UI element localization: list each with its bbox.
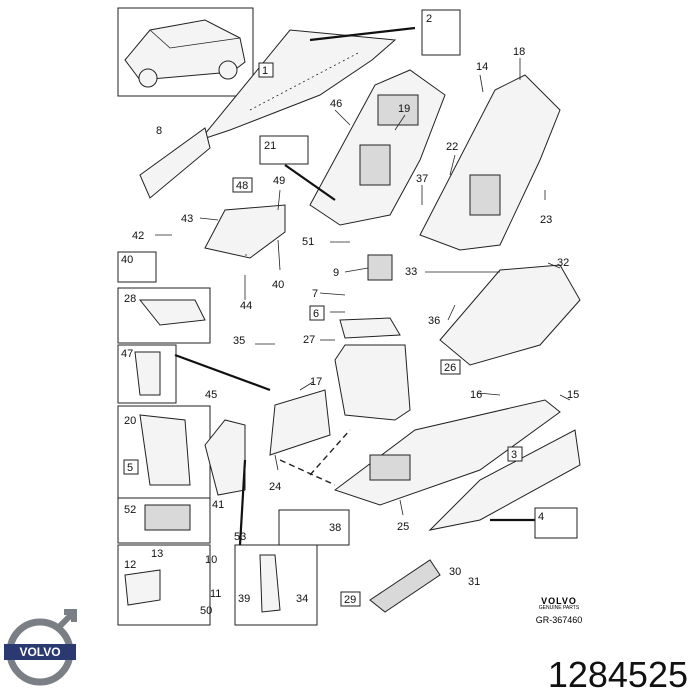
svg-text:1: 1: [262, 65, 268, 77]
callout-23: 23: [540, 214, 552, 226]
callout-16: 16: [470, 389, 482, 401]
callout-44: 44: [240, 300, 252, 312]
callout-32: 32: [557, 257, 569, 269]
callout-1: 1: [258, 62, 274, 78]
callout-14: 14: [476, 61, 488, 73]
svg-text:47: 47: [121, 348, 133, 360]
callout-34: 34: [296, 593, 308, 605]
console-frame: [309, 69, 446, 226]
callout-29: 29: [340, 591, 361, 607]
callout-2: 2: [421, 9, 461, 56]
callout-40: 40: [117, 251, 157, 283]
svg-text:40: 40: [121, 254, 133, 266]
storage-net: [369, 559, 441, 613]
volvo-logo-icon: VOLVO: [4, 609, 77, 686]
callout-6: 6: [309, 305, 325, 321]
svg-text:28: 28: [124, 293, 136, 305]
part-number: 1284525: [547, 654, 688, 695]
callout-12: 12: [124, 559, 136, 571]
callout-31: 31: [468, 576, 480, 588]
car-thumbnail: [117, 7, 254, 97]
trim-panel-side: [139, 127, 211, 199]
callout-37: 37: [416, 173, 428, 185]
side-trim-left: [428, 429, 581, 531]
svg-text:21: 21: [264, 140, 276, 152]
svg-text:5: 5: [127, 462, 133, 474]
callout-48: 48: [232, 177, 253, 193]
callout-13: 13: [151, 548, 163, 560]
callout-35: 35: [233, 335, 245, 347]
callout-19: 19: [398, 103, 410, 115]
storage-compartment: [334, 344, 411, 421]
callout-38: 38: [278, 509, 350, 546]
callout-7: 7: [312, 288, 318, 300]
callout-25: 25: [397, 521, 409, 533]
callout-42: 42: [132, 230, 144, 242]
svg-text:2: 2: [426, 13, 432, 25]
callout-36: 36: [428, 315, 440, 327]
storage-tray: [339, 317, 401, 339]
callout-45: 45: [205, 389, 217, 401]
callout-24: 24: [269, 481, 281, 493]
console-rear-frame: [419, 74, 561, 251]
callout-49: 49: [273, 175, 285, 187]
callout-52: 52: [124, 504, 136, 516]
callout-18: 18: [513, 46, 525, 58]
callout-21: 21: [259, 135, 309, 165]
brand-name: VOLVO: [541, 596, 577, 606]
svg-text:29: 29: [344, 594, 356, 606]
diagram-code: GR-367460: [535, 615, 583, 626]
console-bracket: [204, 419, 246, 496]
callout-40b: 40: [272, 279, 284, 291]
callout-9: 9: [333, 267, 339, 279]
callout-28: 28: [124, 293, 136, 305]
side-trim-right: [439, 264, 581, 366]
callout-15: 15: [567, 389, 579, 401]
callout-41: 41: [212, 499, 224, 511]
callout-10: 10: [205, 554, 217, 566]
brand-footer: VOLVO GENUINE PARTS GR-367460: [514, 596, 604, 625]
callout-47: 47: [121, 348, 133, 360]
callout-11: 11: [210, 588, 221, 600]
callout-8: 8: [156, 125, 162, 137]
side-panel: [269, 389, 331, 456]
trim-panel-upper: [198, 29, 397, 142]
armrest-lid: [204, 204, 286, 259]
callout-26: 26: [440, 359, 461, 375]
callout-30: 30: [449, 566, 461, 578]
callout-17: 17: [310, 376, 322, 388]
svg-text:48: 48: [236, 180, 248, 192]
callout-46: 46: [330, 98, 342, 110]
svg-text:3: 3: [511, 449, 517, 461]
callout-39: 39: [238, 593, 250, 605]
cup-holder: [367, 254, 393, 281]
callout-53: 53: [234, 531, 246, 543]
brand-subline: GENUINE PARTS: [538, 605, 580, 612]
logo-wordmark: VOLVO: [19, 645, 60, 659]
callout-5: 5: [123, 459, 139, 475]
callout-43: 43: [181, 213, 193, 225]
svg-text:4: 4: [538, 511, 544, 523]
callout-51: 51: [302, 236, 314, 248]
callout-22: 22: [446, 141, 458, 153]
svg-text:38: 38: [329, 522, 341, 534]
callout-50: 50: [200, 605, 212, 617]
callout-4: 4: [534, 507, 578, 539]
svg-text:26: 26: [444, 362, 456, 374]
svg-text:52: 52: [124, 504, 136, 516]
svg-text:6: 6: [313, 308, 319, 320]
console-base: [333, 399, 561, 506]
callout-3: 3: [507, 446, 523, 462]
callout-27: 27: [303, 334, 315, 346]
callout-33: 33: [405, 266, 417, 278]
callout-20: 20: [124, 415, 136, 427]
